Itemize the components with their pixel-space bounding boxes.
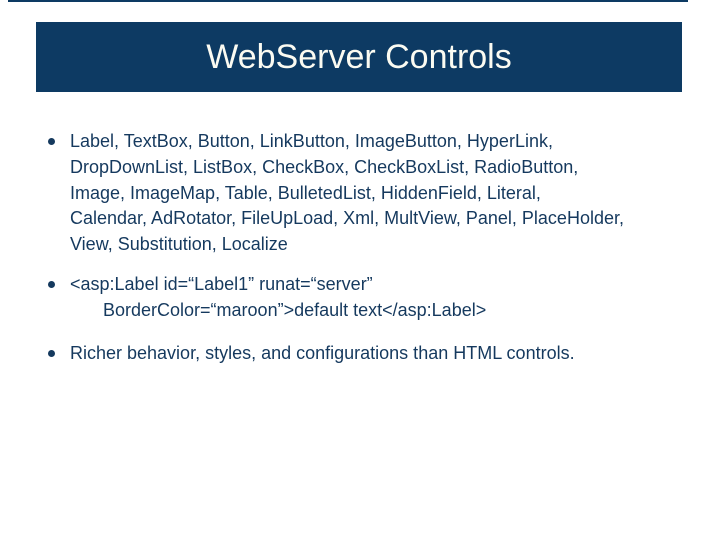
code-line: BorderColor=“maroon”>default text</asp:L… (103, 299, 487, 320)
top-rule (8, 0, 688, 2)
bullet-text: Label, TextBox, Button, LinkButton, Imag… (70, 129, 624, 258)
code-line: <asp:Label id=“Label1” runat=“server” (70, 273, 373, 294)
bullet-line: Label, TextBox, Button, LinkButton, Imag… (70, 131, 553, 151)
bullet-line: Image, ImageMap, Table, BulletedList, Hi… (70, 182, 541, 203)
bullet-icon (48, 349, 55, 357)
bullet-item-controls-list: Label, TextBox, Button, LinkButton, Imag… (0, 129, 720, 258)
slide-content: Label, TextBox, Button, LinkButton, Imag… (0, 129, 720, 366)
bullet-item-code-sample: <asp:Label id=“Label1” runat=“server” Bo… (0, 272, 720, 324)
bullet-line: Richer behavior, styles, and configurati… (70, 342, 575, 363)
title-bar: WebServer Controls (36, 22, 682, 92)
bullet-icon (48, 138, 55, 145)
bullet-icon (48, 280, 55, 288)
slide-title: WebServer Controls (206, 37, 512, 76)
bullet-text: Richer behavior, styles, and configurati… (70, 341, 575, 367)
bullet-text: <asp:Label id=“Label1” runat=“server” Bo… (70, 272, 486, 324)
bullet-line: Calendar, AdRotator, FileUpLoad, Xml, Mu… (70, 208, 624, 229)
bullet-item-richer-behavior: Richer behavior, styles, and configurati… (0, 341, 720, 367)
bullet-line: DropDownList, ListBox, CheckBox, CheckBo… (70, 156, 579, 177)
bullet-line: View, Substitution, Localize (70, 234, 288, 255)
